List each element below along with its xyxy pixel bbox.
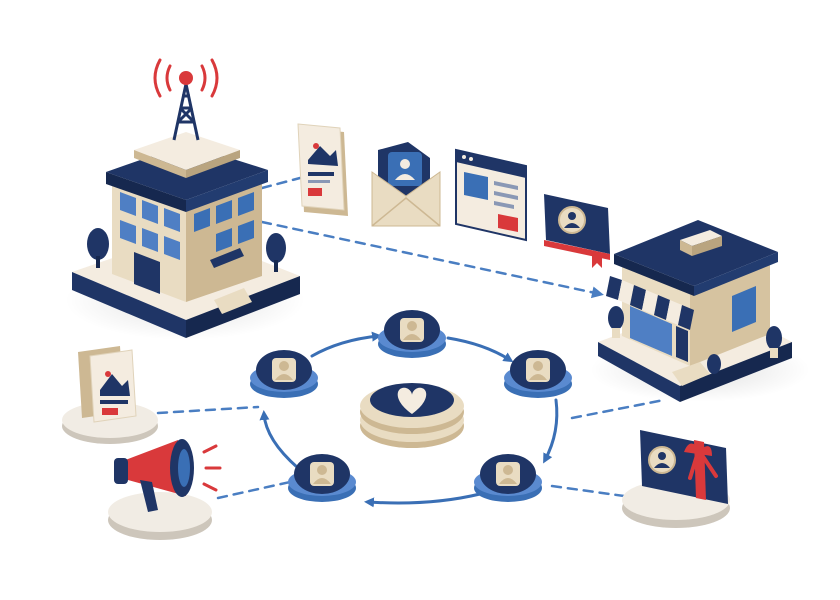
customer-node	[378, 310, 446, 358]
person-icon	[272, 358, 296, 382]
connector-hq-to-flyer	[260, 176, 302, 190]
gift-card-on-pedestal-icon	[622, 430, 730, 528]
customer-cycle	[250, 310, 572, 502]
customer-node	[474, 454, 542, 502]
cycle-arrows	[259, 331, 559, 508]
profile-card-icon	[544, 194, 610, 268]
customer-node	[504, 350, 572, 398]
customer-node	[288, 454, 356, 502]
connector-hq-to-shop	[260, 220, 604, 299]
connector-shop-cycle	[570, 398, 666, 420]
person-icon	[496, 462, 520, 486]
storefront-with-awning-icon	[590, 220, 810, 402]
person-icon	[310, 462, 334, 486]
cycle-arrow-4	[364, 492, 482, 508]
cycle-arrow-2	[446, 336, 514, 363]
envelope-with-profile-icon	[371, 142, 441, 227]
cycle-arrow-3	[543, 398, 559, 464]
person-icon	[400, 318, 424, 342]
connector-megaphone	[216, 480, 292, 500]
customer-node	[250, 350, 318, 398]
heart-coin-icon	[360, 383, 464, 448]
hq-building-icon	[65, 58, 305, 340]
flyer-document-icon	[297, 123, 348, 216]
browser-window-icon	[455, 148, 527, 242]
connector-left-flyer	[156, 405, 260, 415]
cycle-arrow-1	[310, 331, 382, 358]
connector-gift-card	[550, 484, 626, 498]
cycle-arrow-5	[259, 410, 300, 470]
person-icon	[526, 358, 550, 382]
brochure-on-pedestal-icon	[62, 346, 158, 444]
connector-lines	[156, 176, 666, 500]
megaphone-on-pedestal-icon	[108, 439, 222, 540]
